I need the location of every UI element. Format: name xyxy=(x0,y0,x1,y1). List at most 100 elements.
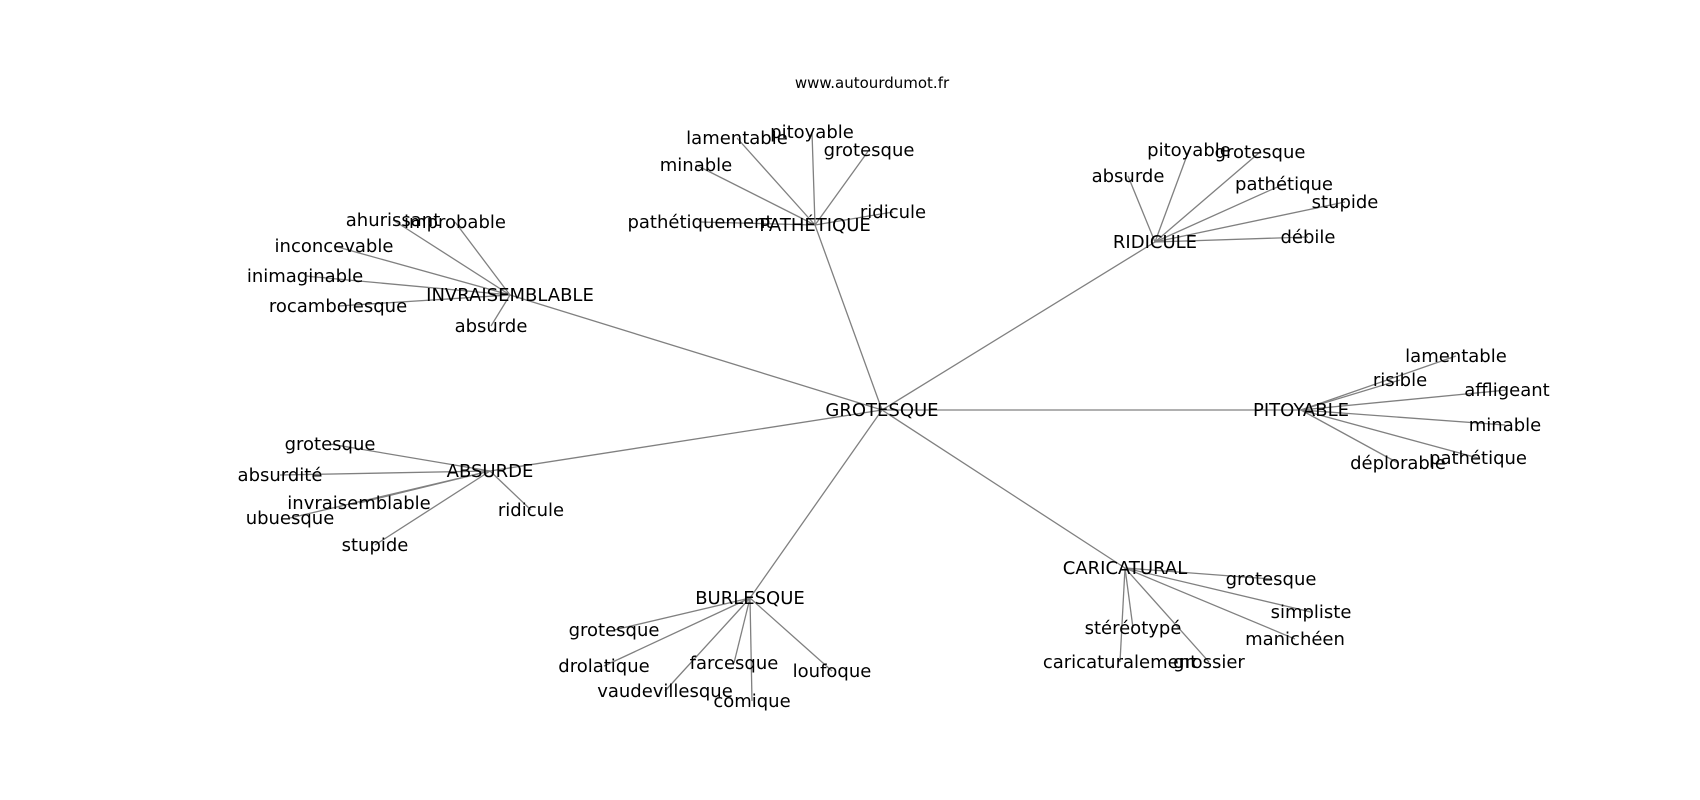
leaf-node-label[interactable]: absurdité xyxy=(238,465,323,486)
edge-burlesque-leaf xyxy=(603,597,751,667)
edge-caricatural-leaf xyxy=(1124,567,1210,663)
edge-invraisemblable-leaf xyxy=(454,221,511,296)
edge-invraisemblable-leaf xyxy=(392,219,511,296)
edge-burlesque-leaf xyxy=(613,597,751,631)
edge-pathetique-leaf xyxy=(695,164,816,226)
edge-center-burlesque xyxy=(749,409,883,599)
edge-center-absurde xyxy=(489,409,883,472)
graph-labels: lamentablepitoyableminablegrotesqueridic… xyxy=(238,122,1550,712)
leaf-node-label[interactable]: grotesque xyxy=(1215,142,1306,163)
edge-invraisemblable-leaf xyxy=(337,294,511,307)
edge-ridicule-leaf xyxy=(1154,183,1285,243)
leaf-node-label[interactable]: grotesque xyxy=(569,620,660,641)
leaf-node-label[interactable]: simpliste xyxy=(1271,602,1352,623)
leaf-node-label[interactable]: stupide xyxy=(1312,192,1379,213)
edge-burlesque-leaf xyxy=(733,597,751,664)
leaf-node-label[interactable]: grotesque xyxy=(285,434,376,455)
leaf-node-label[interactable]: pitoyable xyxy=(1147,140,1231,161)
edge-ridicule-leaf xyxy=(1154,149,1190,243)
leaf-node-label[interactable]: stupide xyxy=(342,535,409,556)
hub-node-ridicule[interactable]: RIDICULE xyxy=(1113,232,1197,253)
leaf-node-label[interactable]: minable xyxy=(1469,415,1541,436)
leaf-node-label[interactable]: pathétique xyxy=(1235,174,1333,195)
leaf-node-label[interactable]: ubuesque xyxy=(246,508,335,529)
edge-invraisemblable-leaf xyxy=(304,275,511,296)
leaf-node-label[interactable]: pathétiquement xyxy=(627,212,772,233)
edge-pitoyable-leaf xyxy=(1300,409,1479,459)
leaf-node-label[interactable]: absurde xyxy=(455,316,528,337)
leaf-node-label[interactable]: rocambolesque xyxy=(269,296,407,317)
edge-absurde-leaf xyxy=(289,470,491,519)
hub-node-caricatural[interactable]: CARICATURAL xyxy=(1063,558,1187,579)
edge-pitoyable-leaf xyxy=(1300,409,1399,464)
edge-pathetique-leaf xyxy=(736,137,816,226)
edge-burlesque-leaf xyxy=(749,597,833,672)
leaf-node-label[interactable]: lamentable xyxy=(1405,346,1507,367)
edge-absurde-leaf xyxy=(279,470,491,476)
edge-pathetique-leaf xyxy=(811,131,816,226)
edge-caricatural-leaf xyxy=(1119,567,1126,663)
leaf-node-label[interactable]: caricaturalement xyxy=(1043,652,1197,673)
leaf-node-label[interactable]: ridicule xyxy=(860,202,926,223)
leaf-node-label[interactable]: comique xyxy=(713,691,790,712)
leaf-node-label[interactable]: drolatique xyxy=(558,656,649,677)
edge-ridicule-leaf xyxy=(1154,151,1261,243)
edge-absurde-leaf xyxy=(374,470,491,546)
graph-edges xyxy=(279,131,1508,702)
edge-burlesque-leaf xyxy=(664,597,751,692)
leaf-node-label[interactable]: loufoque xyxy=(793,661,872,682)
edge-invraisemblable-leaf xyxy=(333,245,511,296)
edge-pitoyable-leaf xyxy=(1300,389,1508,411)
edge-burlesque-leaf xyxy=(749,597,753,702)
leaf-node-label[interactable]: lamentable xyxy=(686,128,788,149)
edge-absurde-leaf xyxy=(489,470,532,511)
leaf-node-label[interactable]: ahurissant xyxy=(346,210,441,231)
edge-pitoyable-leaf xyxy=(1300,379,1401,411)
hub-node-invraisemblable[interactable]: INVRAISEMBLABLE xyxy=(426,285,594,306)
leaf-node-label[interactable]: pathétique xyxy=(1429,448,1527,469)
edge-pitoyable-leaf xyxy=(1300,409,1506,426)
leaf-node-label[interactable]: affligeant xyxy=(1464,380,1549,401)
edge-caricatural-leaf xyxy=(1124,567,1272,580)
edge-ridicule-leaf xyxy=(1154,201,1346,243)
leaf-node-label[interactable]: stéréotypé xyxy=(1085,618,1182,639)
edge-absurde-leaf xyxy=(329,443,491,472)
watermark: www.autourdumot.fr xyxy=(795,74,950,92)
edge-center-ridicule xyxy=(881,241,1156,411)
center-node-grotesque[interactable]: GROTESQUE xyxy=(825,400,938,421)
edge-pathetique-leaf xyxy=(814,149,870,226)
leaf-node-label[interactable]: inconcevable xyxy=(275,236,394,257)
leaf-node-label[interactable]: grotesque xyxy=(1226,569,1317,590)
edge-ridicule-leaf xyxy=(1154,236,1309,243)
hub-node-pathetique[interactable]: PATHÉTIQUE xyxy=(759,214,871,236)
edge-caricatural-leaf xyxy=(1124,567,1312,613)
edge-caricatural-leaf xyxy=(1124,567,1296,640)
leaf-node-label[interactable]: farcesque xyxy=(690,653,779,674)
leaf-node-label[interactable]: minable xyxy=(660,155,732,176)
edge-invraisemblable-leaf xyxy=(490,294,511,327)
edge-pitoyable-leaf xyxy=(1300,355,1457,411)
leaf-node-label[interactable]: débile xyxy=(1280,227,1335,248)
leaf-node-label[interactable]: pitoyable xyxy=(770,122,854,143)
leaf-node-label[interactable]: manichéen xyxy=(1245,629,1345,650)
leaf-node-label[interactable]: déplorable xyxy=(1350,453,1446,474)
edge-pathetique-leaf xyxy=(814,211,894,226)
leaf-node-label[interactable]: grossier xyxy=(1173,652,1245,673)
leaf-node-label[interactable]: absurde xyxy=(1092,166,1165,187)
hub-node-burlesque[interactable]: BURLESQUE xyxy=(695,588,805,609)
edge-pathetique-leaf xyxy=(699,221,816,226)
edge-center-pathetique xyxy=(814,224,883,411)
leaf-node-label[interactable]: risible xyxy=(1373,370,1427,391)
leaf-node-label[interactable]: inimaginable xyxy=(247,266,363,287)
edge-center-invraisemblable xyxy=(509,294,883,411)
hub-node-absurde[interactable]: ABSURDE xyxy=(447,461,534,482)
edge-center-caricatural xyxy=(881,409,1126,569)
leaf-node-label[interactable]: grotesque xyxy=(824,140,915,161)
hub-node-pitoyable[interactable]: PITOYABLE xyxy=(1253,400,1349,421)
edge-caricatural-leaf xyxy=(1124,567,1134,629)
leaf-node-label[interactable]: invraisemblable xyxy=(287,493,430,514)
leaf-node-label[interactable]: improbable xyxy=(404,212,506,233)
leaf-node-label[interactable]: vaudevillesque xyxy=(597,681,733,702)
leaf-node-label[interactable]: ridicule xyxy=(498,500,564,521)
